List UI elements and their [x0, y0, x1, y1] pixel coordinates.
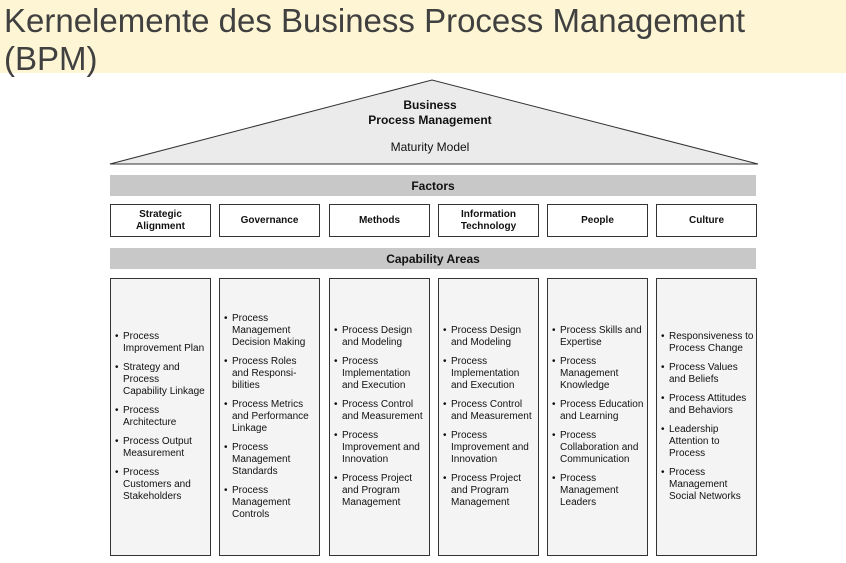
capability-item: Process Implementation and Execution: [334, 356, 427, 392]
capability-item: Process Management Social Networks: [661, 467, 754, 503]
capability-item: Process Roles and Responsi- bilities: [224, 356, 317, 392]
capability-item: Process Management Leaders: [552, 473, 645, 509]
capability-item: Process Output Measurement: [115, 436, 208, 460]
factor-box: Culture: [656, 204, 757, 237]
capability-item: Process Management Controls: [224, 485, 317, 521]
roof-subtitle: Maturity Model: [390, 140, 470, 154]
factor-box: Methods: [329, 204, 430, 237]
capability-item: Process Improvement and Innovation: [443, 430, 536, 466]
capability-item: Process Improvement and Innovation: [334, 430, 427, 466]
title-band: [0, 0, 846, 73]
capability-item: Process Collaboration and Communication: [552, 430, 645, 466]
capability-item: Process Control and Measurement: [443, 399, 536, 423]
capability-item: Process Attitudes and Behaviors: [661, 393, 754, 417]
capability-item: Process Skills and Expertise: [552, 325, 645, 349]
capability-item: Process Implementation and Execution: [443, 356, 536, 392]
capability-list: Process Design and ModelingProcess Imple…: [443, 318, 536, 516]
capability-item: Process Control and Measurement: [334, 399, 427, 423]
capability-column: Responsiveness to Process ChangeProcess …: [656, 278, 757, 556]
capability-item: Process Architecture: [115, 405, 208, 429]
capability-list: Process Improvement PlanStrategy and Pro…: [115, 324, 208, 510]
capability-item: Responsiveness to Process Change: [661, 331, 754, 355]
capability-item: Process Customers and Stakeholders: [115, 467, 208, 503]
roof-triangle: [109, 79, 759, 165]
factor-box: Governance: [219, 204, 320, 237]
capability-item: Process Improvement Plan: [115, 331, 208, 355]
capability-item: Process Metrics and Performance Linkage: [224, 399, 317, 435]
capability-item: Strategy and Process Capability Linkage: [115, 362, 208, 398]
capability-item: Process Management Decision Making: [224, 313, 317, 349]
capability-item: Process Project and Program Management: [443, 473, 536, 509]
capability-item: Process Project and Program Management: [334, 473, 427, 509]
capability-item: Process Management Knowledge: [552, 356, 645, 392]
capability-column: Process Skills and ExpertiseProcess Mana…: [547, 278, 648, 556]
capability-item: Process Values and Beliefs: [661, 362, 754, 386]
capability-column: Process Management Decision MakingProces…: [219, 278, 320, 556]
capability-column: Process Improvement PlanStrategy and Pro…: [110, 278, 211, 556]
capability-list: Process Skills and ExpertiseProcess Mana…: [552, 318, 645, 516]
capability-item: Process Management Standards: [224, 442, 317, 478]
capability-item: Leadership Attention to Process: [661, 424, 754, 460]
factor-box: Strategic Alignment: [110, 204, 211, 237]
capability-item: Process Design and Modeling: [334, 325, 427, 349]
page-title: Kernelemente des Business Process Manage…: [4, 2, 746, 77]
factor-box: People: [547, 204, 648, 237]
capability-list: Process Design and ModelingProcess Imple…: [334, 318, 427, 516]
capability-item: Process Education and Learning: [552, 399, 645, 423]
capability-list: Process Management Decision MakingProces…: [224, 306, 317, 528]
factors-header: Factors: [110, 175, 756, 196]
capability-list: Responsiveness to Process ChangeProcess …: [661, 324, 754, 510]
factor-box: Information Technology: [438, 204, 539, 237]
capability-column: Process Design and ModelingProcess Imple…: [329, 278, 430, 556]
capability-areas-header: Capability Areas: [110, 248, 756, 269]
capability-column: Process Design and ModelingProcess Imple…: [438, 278, 539, 556]
capability-item: Process Design and Modeling: [443, 325, 536, 349]
roof-title: Business Process Management: [368, 98, 492, 127]
